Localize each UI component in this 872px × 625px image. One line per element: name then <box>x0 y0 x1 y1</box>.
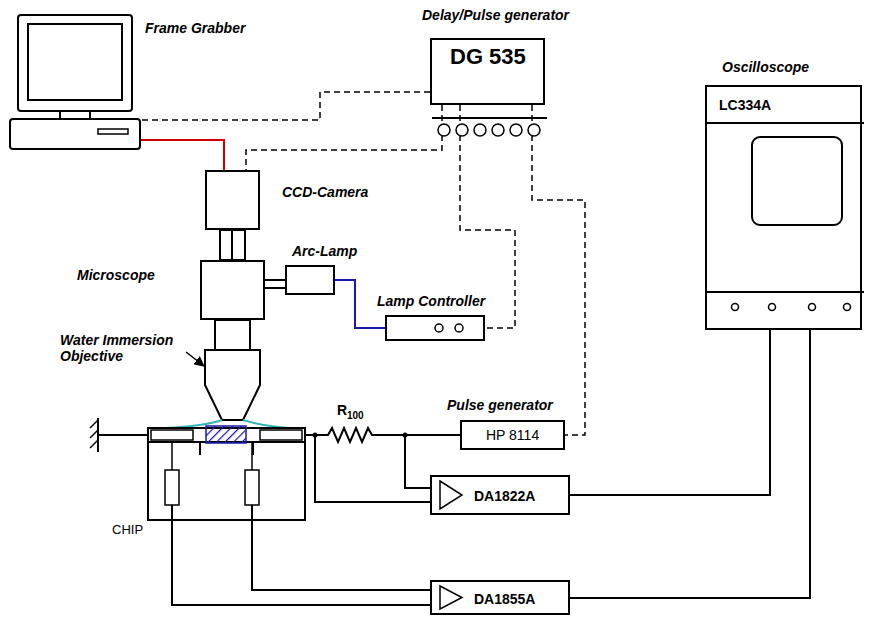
electrode-pad <box>260 430 302 440</box>
amplifier-name: DA1855A <box>474 591 535 607</box>
monitor <box>18 15 132 111</box>
resistor-label: R <box>337 402 347 418</box>
connector-jack <box>528 124 540 136</box>
rect-shape <box>215 320 250 350</box>
oscilloscope-box-art <box>707 87 860 328</box>
drive-slot <box>98 129 128 134</box>
signal-wire <box>265 279 285 281</box>
signal-wire <box>172 520 430 605</box>
computer-icon: Frame Grabber <box>10 15 140 150</box>
amplifier-triangle <box>440 586 462 609</box>
arc-lamp-box: Arc-Lamp <box>285 265 335 295</box>
device-label: Arc-Lamp <box>292 243 357 259</box>
signal-wire <box>252 520 430 590</box>
circle-shape <box>403 433 408 438</box>
input-jack <box>809 304 816 311</box>
resistor-subscript: 100 <box>347 410 364 422</box>
chip-label: CHIP <box>112 523 143 538</box>
signal-wire <box>570 330 770 495</box>
objective-label: Water Immersion Objective <box>60 332 190 364</box>
trigger-line <box>140 92 430 120</box>
polyline-shape <box>322 428 378 442</box>
monitor-screen <box>28 24 122 100</box>
panel-line <box>707 291 864 293</box>
connector-jack <box>456 124 468 136</box>
chip-body <box>148 442 305 520</box>
device-label: Lamp Controller <box>377 293 485 309</box>
signal-wire <box>570 330 810 598</box>
lamp-controller-box: Lamp Controller <box>385 315 485 341</box>
device-label: Pulse generator <box>447 397 553 413</box>
amplifier-box: DA1855A <box>430 580 570 615</box>
device-model: DG 535 <box>450 44 526 69</box>
device-label: Microscope <box>77 267 155 283</box>
line-shape <box>90 420 98 428</box>
delay-generator-box: Delay/Pulse generatorDG 535 <box>430 38 545 105</box>
screen <box>752 137 842 225</box>
wire <box>171 442 173 470</box>
signal-wire <box>231 230 233 260</box>
input-jack <box>769 304 776 311</box>
camera-box: CCD-Camera <box>205 170 260 230</box>
wire <box>199 442 201 455</box>
hatched-sample <box>206 426 246 443</box>
connector-jack <box>435 324 443 332</box>
line-shape <box>265 287 285 289</box>
amplifier-name: DA1822A <box>474 488 535 504</box>
wire <box>251 505 253 520</box>
connector-jack <box>455 324 463 332</box>
connector-jack <box>438 124 450 136</box>
line-shape <box>90 440 98 448</box>
panel-line <box>707 122 864 124</box>
signal-wire <box>305 435 430 502</box>
panel-line <box>432 117 547 119</box>
device-label: Delay/Pulse generator <box>422 7 569 23</box>
chip-drawing: CHIP <box>148 425 305 520</box>
circle-shape <box>313 433 318 438</box>
chip-drawing-art <box>148 425 305 520</box>
connector-jack <box>492 124 504 136</box>
line-shape <box>90 430 98 438</box>
monitor-stand <box>60 111 90 119</box>
wire <box>171 505 173 520</box>
microscope-box: Microscope <box>200 260 265 320</box>
amplifier-box: DA1822A <box>430 475 570 515</box>
connector-jack <box>474 124 486 136</box>
sense-electrode <box>165 470 179 505</box>
input-jack <box>732 304 739 311</box>
computer-icon-art <box>10 15 140 150</box>
device-model: LC334A <box>719 97 771 113</box>
rect-shape <box>322 426 378 444</box>
trigger-line <box>532 105 585 435</box>
line-shape <box>97 418 99 452</box>
device-model: HP 8114 <box>486 427 539 443</box>
path-shape <box>243 420 290 428</box>
path-shape <box>205 350 260 420</box>
sense-electrode <box>245 470 259 505</box>
device-label: Oscilloscope <box>722 59 809 75</box>
amplifier-triangle <box>440 481 462 509</box>
computer-case <box>10 119 140 149</box>
pulse-generator-box: Pulse generatorHP 8114 <box>460 420 565 450</box>
line-shape <box>98 434 148 436</box>
wire <box>251 442 253 470</box>
signal-wire <box>140 140 224 170</box>
lamp-controller-box-art <box>387 317 483 339</box>
device-label: Frame Grabber <box>145 20 245 36</box>
connector-jack <box>510 124 522 136</box>
electrode-pad <box>151 430 193 440</box>
device-label: CCD-Camera <box>282 184 368 200</box>
line-shape <box>186 352 204 366</box>
input-jack <box>844 304 851 311</box>
rect-shape <box>220 230 245 260</box>
oscilloscope-box: OscilloscopeLC334A <box>705 85 862 330</box>
trigger-line <box>246 105 442 170</box>
